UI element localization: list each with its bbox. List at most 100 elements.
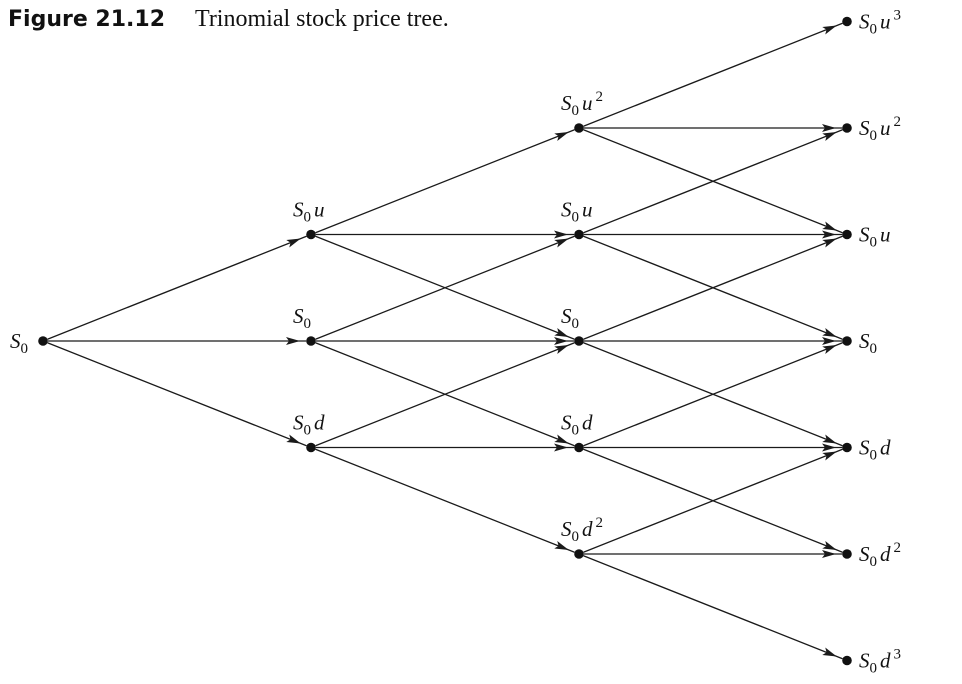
arrowhead-icon [554, 328, 569, 337]
node-label-subscript: 0 [572, 529, 580, 545]
arrowhead-icon [822, 328, 837, 337]
tree-node [574, 336, 584, 346]
tree-node [306, 442, 316, 453]
edge-down-L1N2 [315, 448, 575, 553]
tree-node [574, 549, 584, 559]
node-label-subscript: 0 [870, 448, 878, 464]
arrowhead-icon [822, 25, 837, 35]
node-label-subscript: 0 [870, 341, 878, 357]
arrowhead-icon [822, 451, 837, 461]
node-label-exponent: 3 [894, 8, 902, 24]
node-label-base: S [859, 223, 870, 247]
edge-up-L0N0 [47, 235, 307, 340]
arrowhead-icon [822, 132, 837, 141]
arrowhead-icon [554, 434, 569, 444]
figure-number: Figure 21.12 [8, 7, 165, 32]
edge-up-L1N1 [315, 235, 575, 340]
node-label-base: S [293, 304, 304, 328]
node-label-subscript: 0 [572, 316, 580, 332]
figure-caption: Figure 21.12 Trinomial stock price tree. [8, 6, 449, 33]
arrowhead-icon [822, 541, 837, 550]
arrowhead-icon [822, 345, 837, 354]
node-label-subscript: 0 [870, 661, 878, 677]
edge-up-L2N1 [583, 129, 843, 234]
node-label-factor: u [582, 91, 593, 115]
node-label: S0 [859, 329, 877, 357]
node-label-factor: u [582, 198, 593, 222]
arrowhead-icon [822, 550, 836, 558]
node-label-subscript: 0 [304, 423, 312, 439]
arrowhead-icon [822, 443, 836, 452]
arrowhead-icon [554, 541, 569, 550]
node-label-exponent: 2 [596, 89, 604, 105]
node-label-factor: d [582, 411, 593, 435]
node-label-base: S [561, 304, 572, 328]
node-label: S0 [561, 304, 579, 332]
node-label-base: S [561, 411, 572, 435]
node-label-subscript: 0 [870, 22, 878, 38]
arrowhead-icon [554, 337, 568, 345]
tree-node [574, 442, 584, 453]
tree-nodes [38, 16, 852, 666]
node-label-subscript: 0 [572, 103, 580, 119]
node-label-subscript: 0 [870, 554, 878, 570]
node-label-subscript: 0 [870, 235, 878, 251]
node-label-base: S [859, 649, 870, 673]
arrowhead-icon [822, 230, 836, 239]
node-label-exponent: 2 [596, 515, 604, 531]
node-label-factor: u [880, 10, 891, 34]
edge-up-L1N2 [315, 342, 575, 447]
node-label-factor: u [880, 116, 891, 140]
node-label-subscript: 0 [21, 341, 29, 357]
tree-node [574, 123, 584, 133]
node-label-base: S [561, 517, 572, 541]
arrowhead-icon [822, 434, 837, 444]
tree-node [306, 336, 316, 346]
edge-down-L0N0 [47, 342, 307, 447]
node-label-factor: d [880, 542, 891, 566]
node-label-base: S [10, 329, 21, 353]
node-label-subscript: 0 [870, 128, 878, 144]
edge-up-L1N0 [315, 129, 575, 234]
node-label-base: S [293, 198, 304, 222]
tree-node [574, 229, 584, 240]
tree-node [842, 16, 852, 27]
node-label-exponent: 3 [894, 647, 902, 663]
node-label-exponent: 2 [894, 114, 902, 130]
edge-up-L2N2 [583, 235, 843, 340]
node-label-subscript: 0 [304, 316, 312, 332]
tree-node [842, 336, 852, 346]
node-label-base: S [859, 329, 870, 353]
node-label-base: S [561, 91, 572, 115]
node-label-factor: d [880, 649, 891, 673]
arrowhead-icon [822, 124, 836, 132]
node-label-subscript: 0 [304, 210, 312, 226]
arrowhead-icon [554, 238, 569, 248]
edge-up-L2N4 [583, 448, 843, 553]
node-label-subscript: 0 [572, 210, 580, 226]
arrowhead-icon [554, 345, 569, 354]
tree-node [842, 549, 852, 559]
arrowhead-icon [822, 337, 836, 345]
edge-down-L2N4 [583, 555, 843, 660]
arrowhead-icon [822, 647, 837, 657]
node-label-factor: u [314, 198, 325, 222]
arrowhead-icon [286, 337, 300, 345]
node-label-factor: d [582, 517, 593, 541]
tree-node [38, 336, 48, 346]
node-label: S0 [293, 304, 311, 332]
arrowhead-icon [822, 221, 837, 231]
arrowhead-icon [822, 238, 837, 248]
node-label-base: S [561, 198, 572, 222]
arrowhead-icon [286, 434, 301, 444]
